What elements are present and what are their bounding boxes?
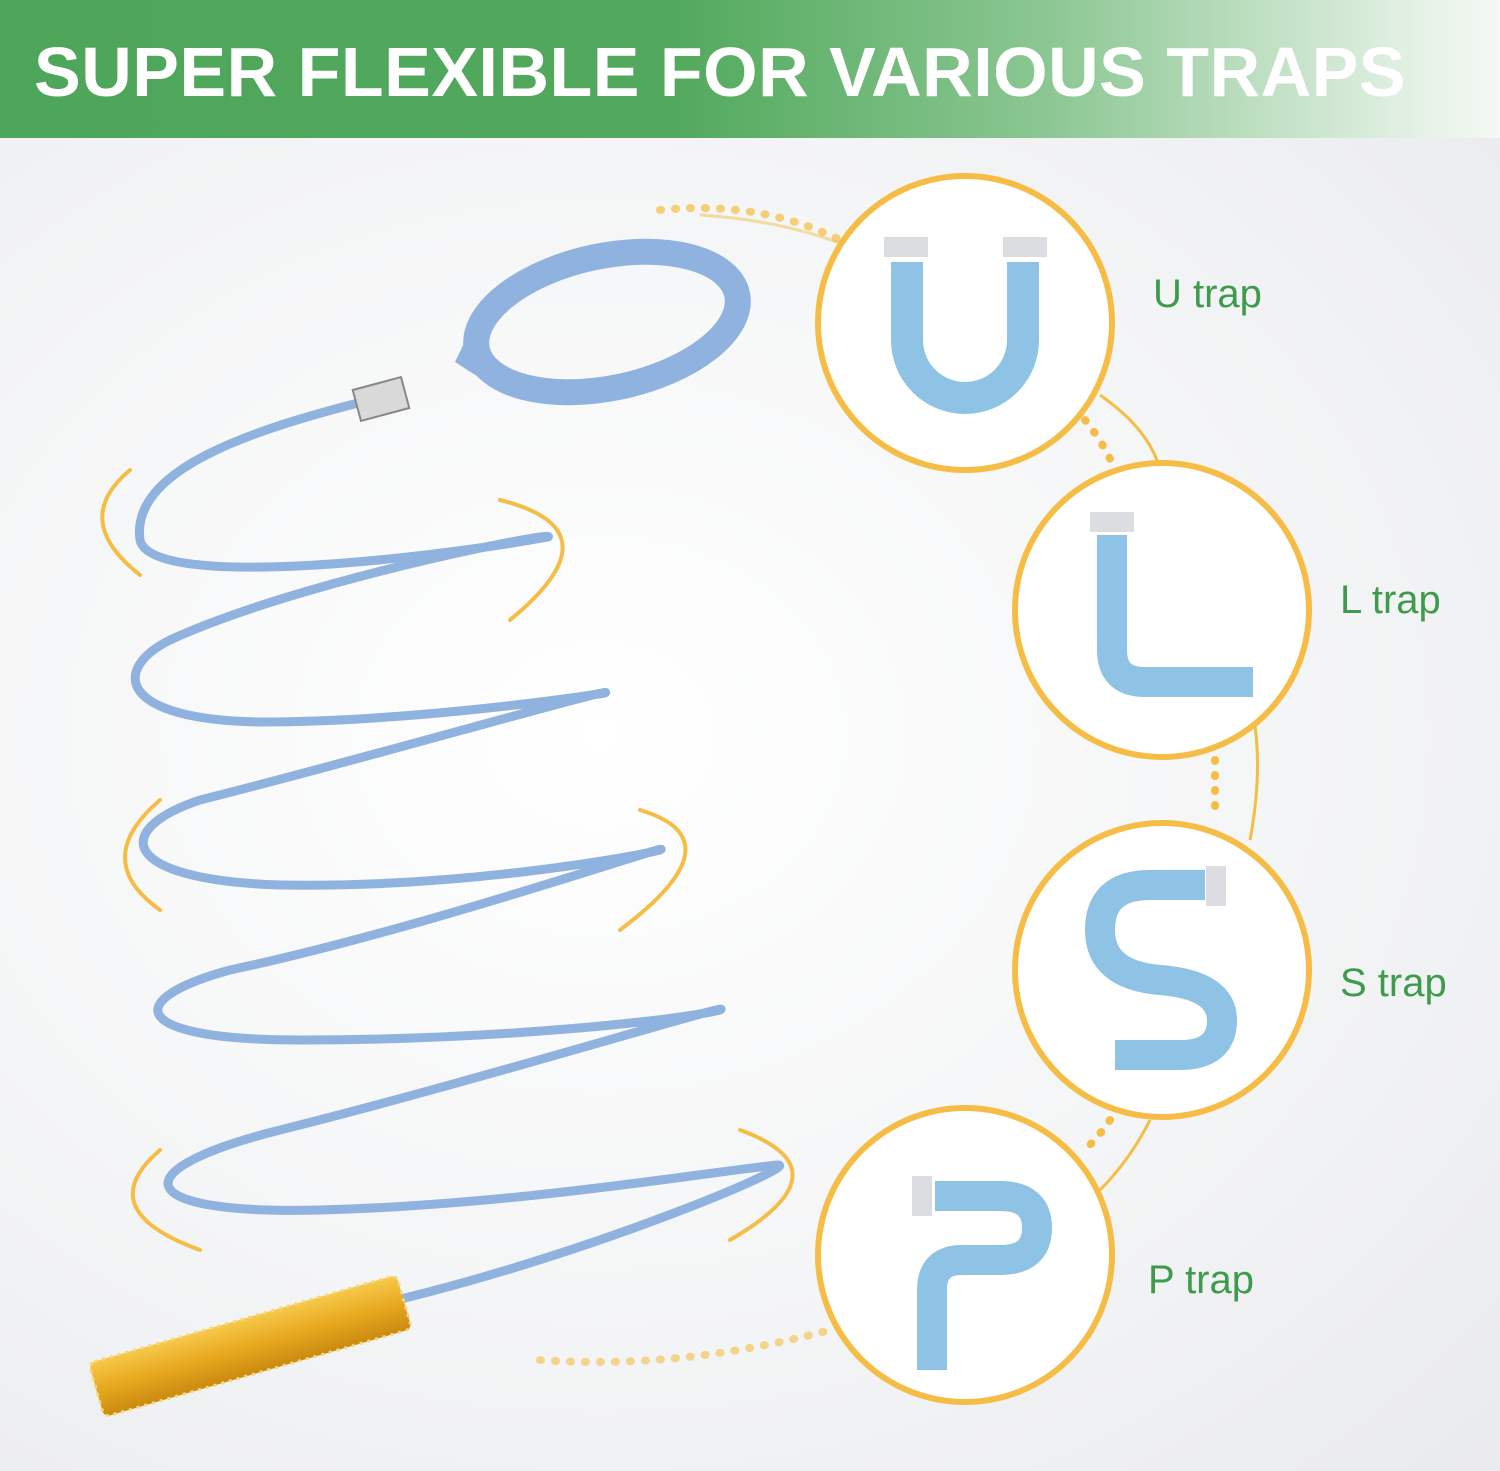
trap-circle-u (815, 173, 1115, 473)
trap-label-s: S trap (1340, 961, 1447, 1005)
page-title: SUPER FLEXIBLE FOR VARIOUS TRAPS (34, 33, 1407, 111)
trap-circle-s (1012, 820, 1312, 1120)
trap-label-l: L trap (1340, 578, 1441, 622)
motion-arcs (100, 468, 795, 1252)
trap-label-u: U trap (1153, 272, 1262, 316)
trap-label-p: P trap (1148, 1258, 1254, 1302)
dotted-arc (536, 204, 1259, 1366)
s-trap-icon (1084, 870, 1238, 1070)
trap-circle-l (1012, 460, 1312, 760)
ring-handle (463, 238, 751, 406)
header-banner: SUPER FLEXIBLE FOR VARIOUS TRAPS (0, 0, 1500, 138)
trap-circle-p (815, 1105, 1115, 1405)
cable-spring (130, 395, 785, 1303)
l-trap-icon (1097, 535, 1253, 697)
u-trap-icon (891, 262, 1039, 414)
metal-connector (351, 375, 411, 423)
brush-head (88, 1274, 412, 1418)
ring-stem (455, 335, 480, 378)
p-trap-icon (917, 1181, 1053, 1370)
